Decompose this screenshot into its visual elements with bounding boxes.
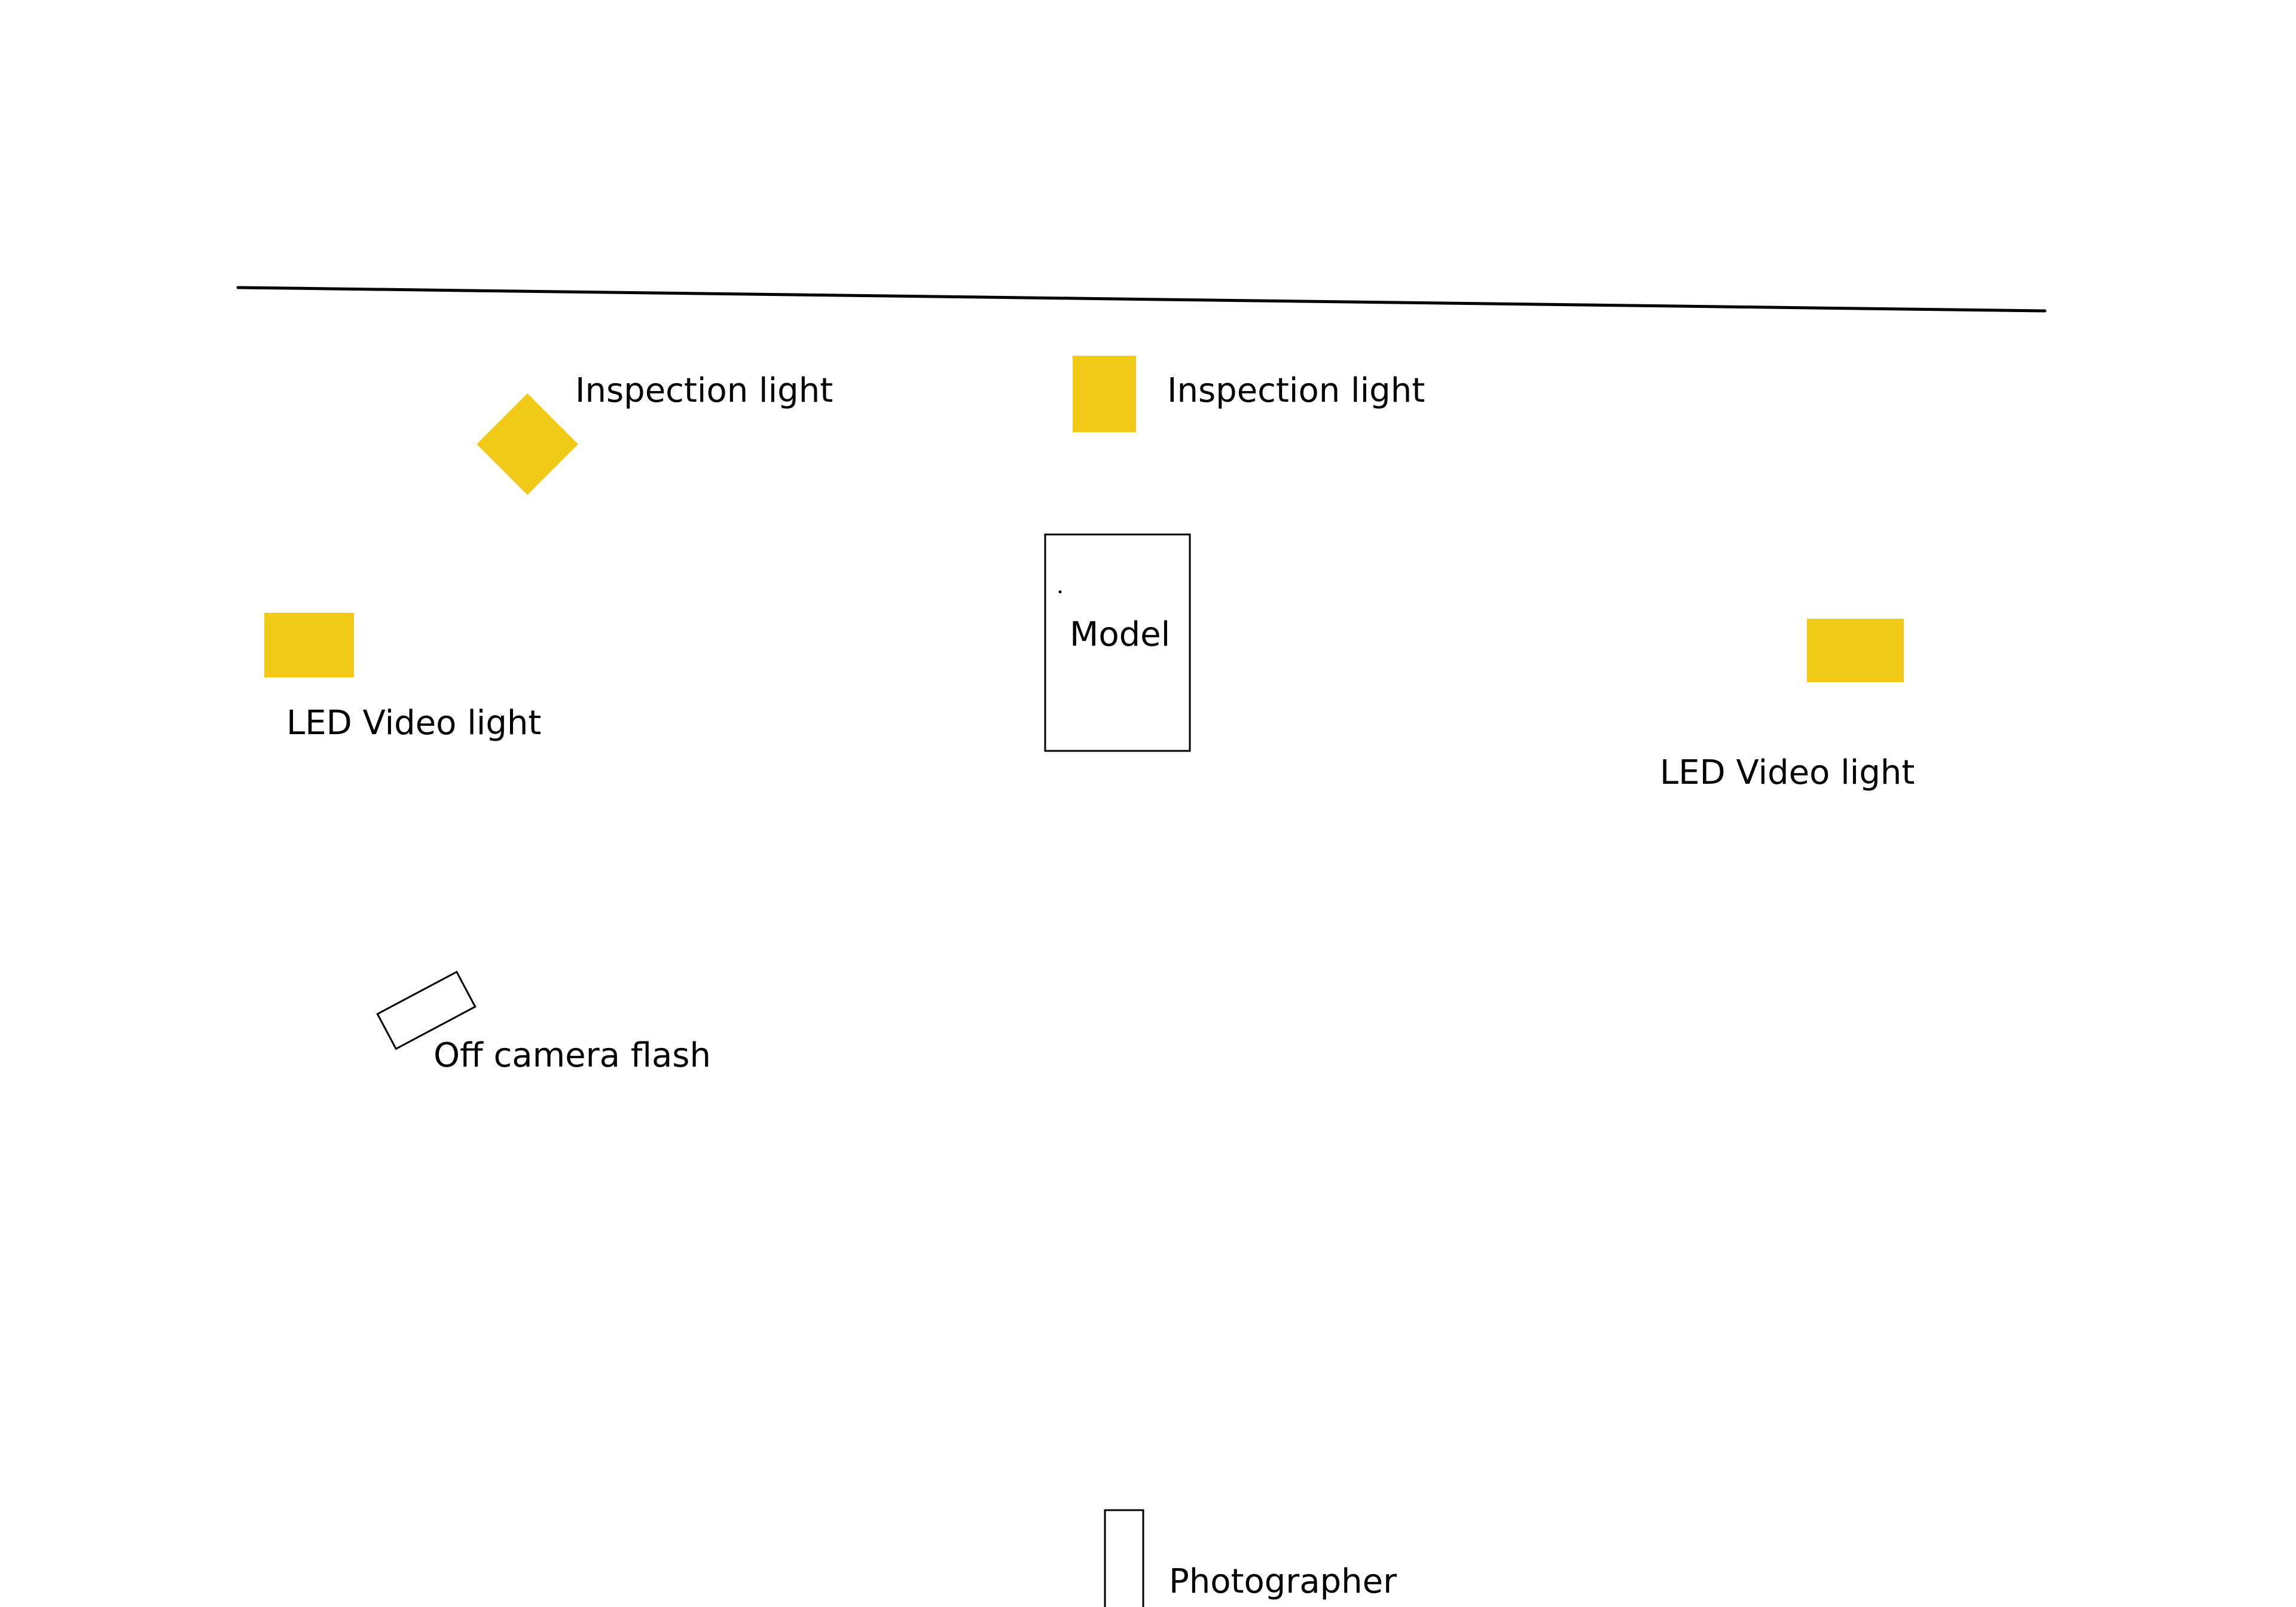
inspection-light-center-shape (1073, 356, 1136, 432)
led-video-light-right-shape (1807, 619, 1904, 682)
photographer-box (1104, 1509, 1144, 1607)
inspection-light-left-shape (477, 393, 578, 495)
backdrop-wall-line (236, 286, 2047, 313)
off-camera-flash-shape (376, 970, 477, 1050)
inspection-light-left-label: Inspection light (575, 371, 833, 410)
led-video-light-right-label: LED Video light (1660, 753, 1915, 792)
inspection-light-center-label: Inspection light (1167, 371, 1425, 410)
photographer-label: Photographer (1169, 1562, 1397, 1601)
led-video-light-left-shape (264, 613, 354, 677)
model-label: Model (1070, 615, 1170, 654)
led-video-light-left-label: LED Video light (286, 704, 541, 743)
model-dot (1058, 590, 1062, 594)
off-camera-flash-label: Off camera flash (433, 1036, 711, 1075)
model-box (1044, 533, 1191, 752)
